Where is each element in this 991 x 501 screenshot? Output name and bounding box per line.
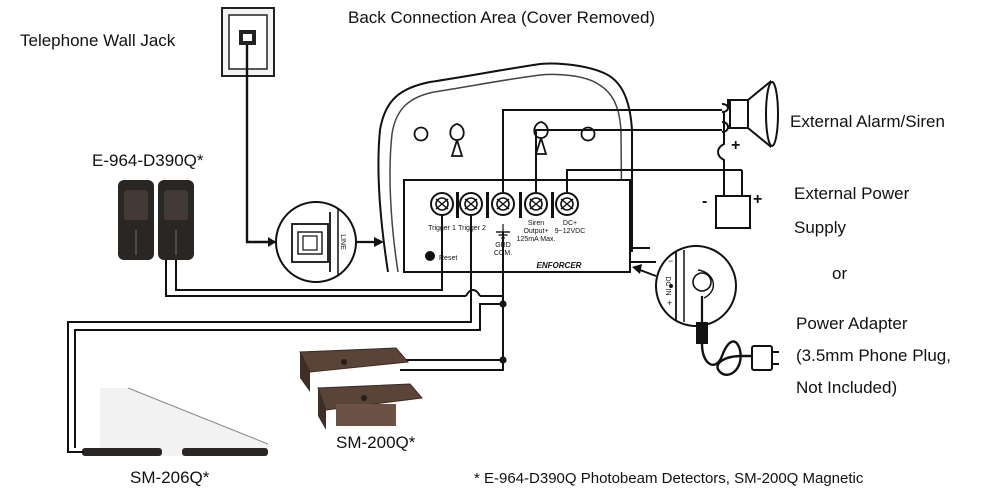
terminal-screw-dc [555,192,579,216]
phone-cord [245,45,276,244]
terminal-screw-trigger1 [430,192,454,216]
mount-hole-right [580,126,596,142]
photobeam-label: E-964-D390Q* [92,151,204,170]
terminal-screw-siren [524,192,548,216]
terminal-screw-grd [491,192,515,216]
siren-label: External Alarm/Siren [790,112,945,131]
adapter-label-3: Not Included) [796,378,898,397]
mount-hole-left [413,126,429,142]
keyhole-right [533,121,549,155]
reset-label: Reset [439,255,457,262]
terminal-label-siren-output: Output+ [523,228,548,235]
arrow-to-unit [374,237,384,247]
terminal-screw-trigger2 [459,192,483,216]
adapter-label-1: Power Adapter [796,314,908,333]
or-label: or [832,264,848,283]
wire-supply-positive [566,169,742,192]
alarm-unit [377,62,633,273]
svg-text:−: − [668,256,673,266]
terminal-block: Trigger 1 Trigger 2 GRD COM. Siren Outpu… [403,179,631,273]
power-adapter-icon [696,296,779,376]
adapter-label-2: (3.5mm Phone Plug, [796,346,951,365]
footnote: * E-964-D390Q Photobeam Detectors, SM-20… [474,470,864,487]
dc-in-inset: DC IN − + [655,245,737,327]
sm206-sensor-icon [70,387,269,456]
brand-logo: ENFORCER [537,261,582,270]
sm200-sensor-icon [299,347,423,430]
dc-in-label: DC IN [664,276,671,295]
wire-siren-negative [502,109,722,192]
sm200-label: SM-200Q* [336,433,416,452]
wire-photobeam-trigger [175,214,443,291]
terminal-label-siren: Siren [528,220,544,227]
supply-negative-sign: - [702,193,707,210]
telephone-jack-label: Telephone Wall Jack [20,31,176,50]
wire-siren-positive [535,129,722,192]
line-label: LINE [339,234,346,250]
diagram-title: Back Connection Area (Cover Removed) [348,8,656,27]
supply-positive-sign: + [753,191,762,208]
svg-text:+: + [667,298,672,308]
siren-horn-icon [729,79,779,149]
power-supply-icon [715,170,751,229]
line-jack-inset: LINE [275,201,357,283]
reset-button [425,251,435,261]
terminal-label-siren-max: 125mA Max. [517,236,556,243]
power-supply-label-2: Supply [794,218,846,237]
terminal-label-trigger2: Trigger 2 [458,225,486,232]
siren-positive-sign: + [731,137,740,154]
photobeam-detector-icon [118,180,194,260]
terminal-label-dc-voltage: 9~12VDC [555,228,586,235]
terminal-label-dc: DC+ [563,220,577,227]
sm206-label: SM-206Q* [130,468,210,487]
power-supply-label-1: External Power [794,184,910,203]
keyhole-left [449,123,465,157]
